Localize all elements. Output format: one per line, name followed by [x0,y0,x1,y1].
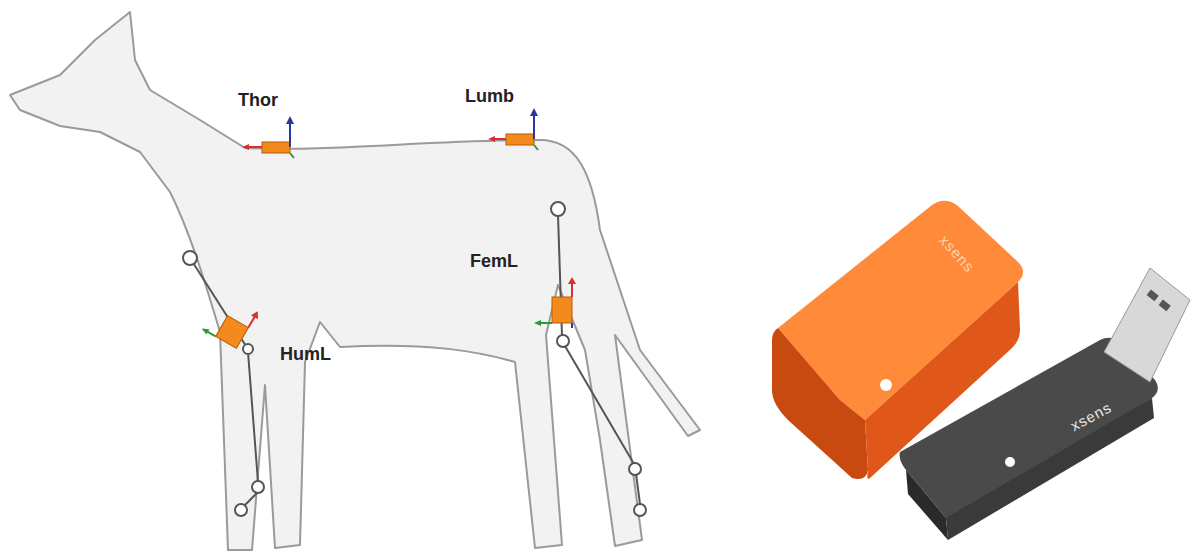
sensor-label: HumL [280,345,331,363]
sensor-label: Thor [238,91,278,109]
sensor-label: Lumb [465,87,514,105]
sensor-label: FemL [470,252,518,270]
